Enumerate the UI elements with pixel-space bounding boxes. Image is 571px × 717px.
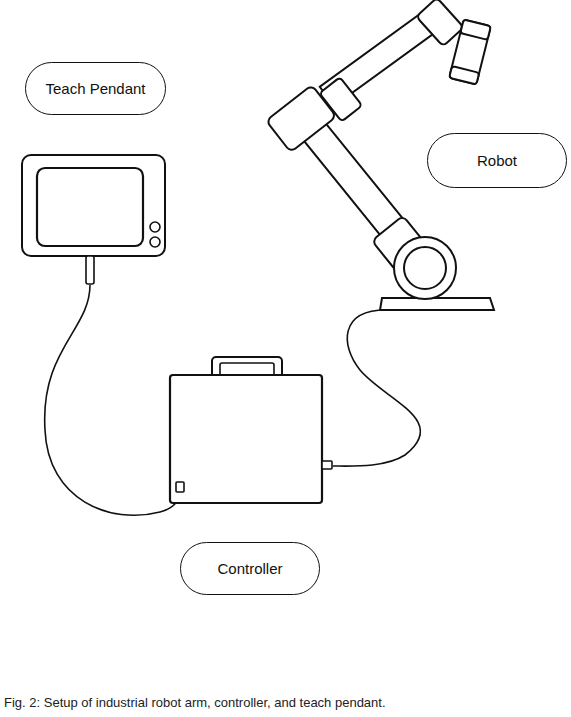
controller-box [170, 357, 332, 503]
part-label: Robot [477, 152, 517, 169]
figure-caption: Fig. 2: Setup of industrial robot arm, c… [4, 695, 386, 710]
pendant-cable [45, 285, 180, 515]
part-label: Teach Pendant [45, 80, 145, 97]
part-label: Controller [217, 560, 282, 577]
label-pill: Controller [180, 542, 320, 595]
label-pill: Robot [427, 133, 567, 188]
teach-pendant-device [22, 155, 165, 284]
robot-cable [333, 310, 420, 466]
label-pill: Teach Pendant [25, 62, 166, 115]
